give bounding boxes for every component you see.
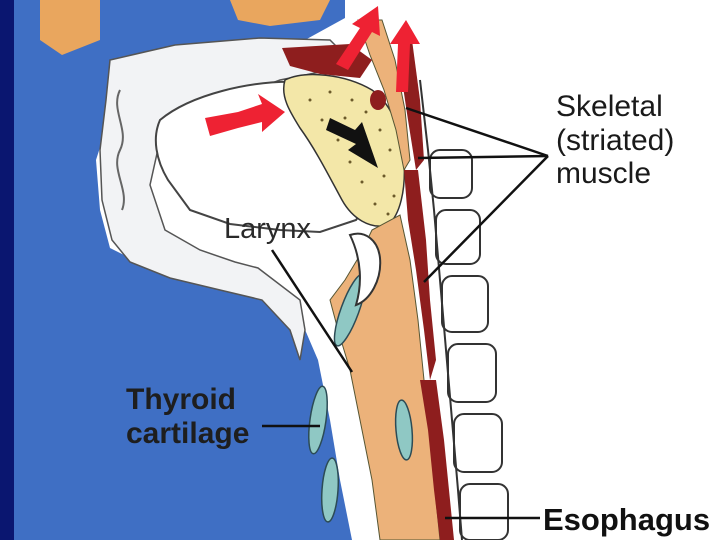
skeletal-leader-mid [417, 154, 549, 160]
skeletal-leader-upper [405, 106, 549, 158]
pharyngeal-muscle-mid [404, 170, 436, 380]
tracheal-cartilage [308, 273, 414, 523]
skeletal-muscle-label: Skeletal (striated) muscle [556, 90, 674, 191]
larynx-label: Larynx [224, 213, 312, 245]
airflow-arrow-icon [205, 94, 285, 136]
thyroid-cartilage-label-line-2: cartilage [126, 416, 250, 450]
epiglottis [348, 232, 382, 307]
uvula-muscle [370, 90, 386, 110]
thyroid-cartilage-label: Thyroid cartilage [126, 383, 249, 450]
left-border-strip [0, 0, 14, 540]
teeth-outline [116, 89, 125, 211]
nasopharynx [357, 19, 411, 172]
esophageal-muscle-lower [420, 380, 454, 540]
thyroid-cartilage-label-line-1: Thyroid [126, 383, 236, 416]
swallow-arrow-icon [336, 6, 420, 92]
skeletal-muscle-label-line-2: (striated) [556, 123, 675, 157]
skeletal-muscle-label-line-1: Skeletal [556, 90, 663, 123]
leader-lines [262, 106, 549, 520]
face-skin [40, 0, 100, 55]
upper-lip-skin [230, 0, 330, 26]
esophagus-label: Esophagus [543, 502, 711, 537]
skeletal-muscle-label-line-3: muscle [556, 157, 652, 191]
skeletal-leader-lower [423, 155, 549, 283]
spinal-ligament [419, 79, 463, 540]
head-neck-skin [14, 0, 352, 540]
bolus-arrow-icon [326, 118, 378, 168]
larynx-leader [270, 249, 354, 373]
vertebral-column [429, 149, 509, 540]
